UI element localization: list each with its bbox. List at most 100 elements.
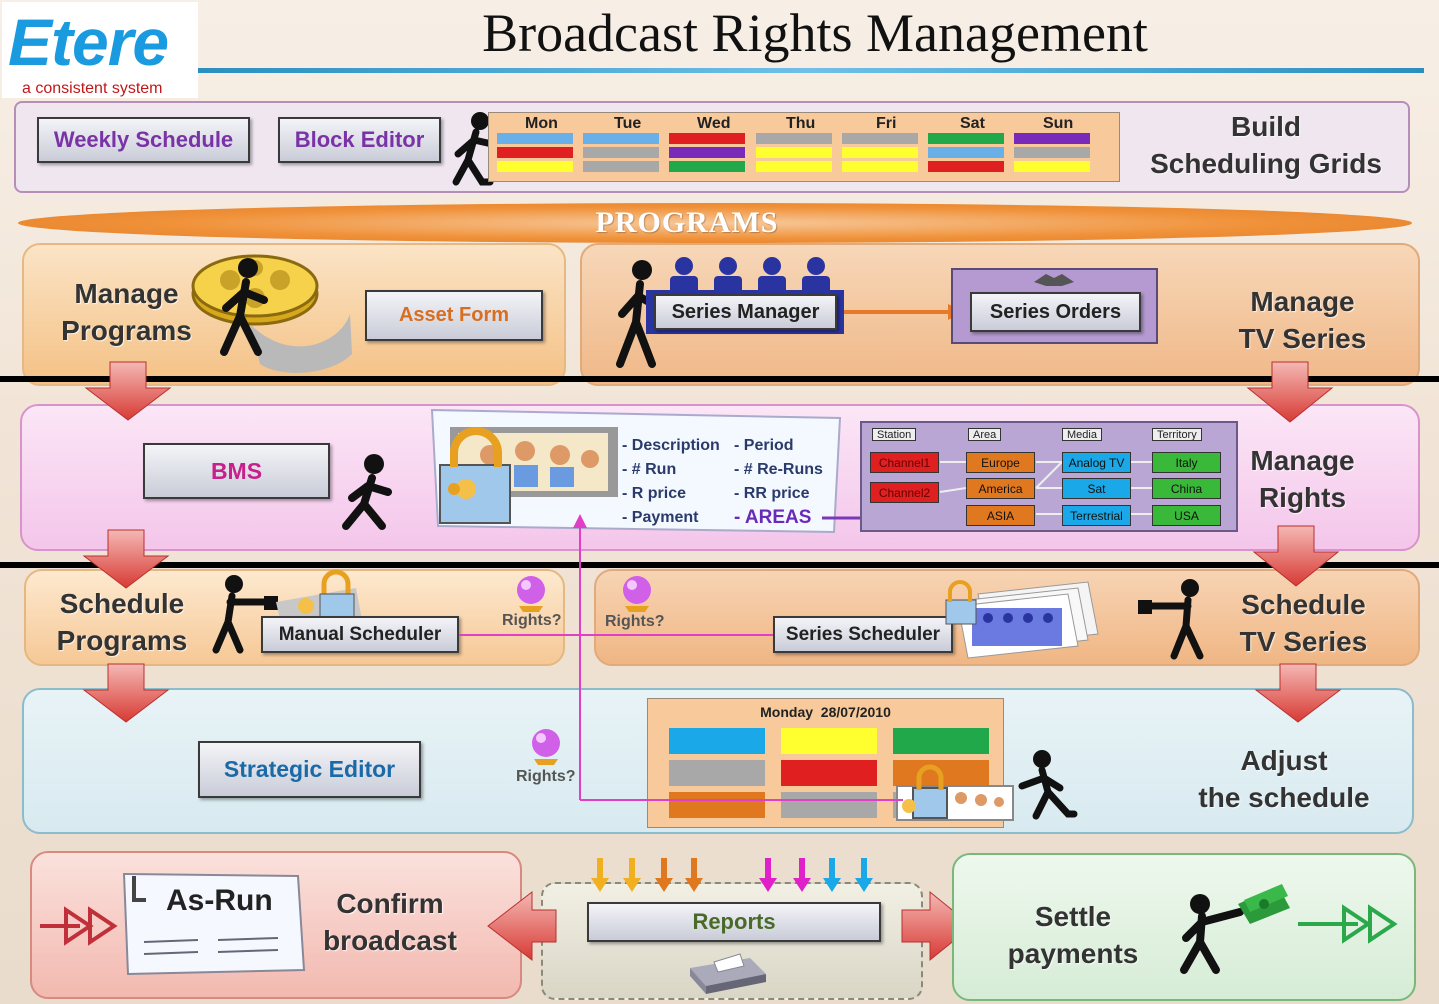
day-wed: Wed bbox=[697, 115, 731, 132]
grid-slot bbox=[497, 161, 573, 172]
schedule-tv-series-label: Schedule TV Series bbox=[1239, 589, 1368, 657]
grid-slot bbox=[1014, 161, 1091, 172]
report-input-arrows bbox=[591, 858, 873, 892]
grid-slot bbox=[841, 161, 918, 172]
territory-usa: USA bbox=[1152, 505, 1221, 526]
crystal-ball-icon bbox=[517, 576, 545, 612]
settle-payments-panel bbox=[952, 853, 1416, 1001]
media-terrestrial: Terrestrial bbox=[1062, 505, 1131, 526]
report-input-arrow bbox=[623, 858, 641, 892]
schedule-slot bbox=[893, 728, 989, 754]
grid-slot bbox=[755, 161, 832, 172]
grid-slot bbox=[928, 161, 1004, 172]
area-asia: ASIA bbox=[966, 505, 1035, 526]
grid-header-territory: Territory bbox=[1152, 428, 1202, 441]
rights-question-3: Rights? bbox=[516, 768, 576, 785]
report-input-arrow bbox=[591, 858, 609, 892]
rights-question-2: Rights? bbox=[605, 613, 665, 630]
separator-line bbox=[0, 562, 1439, 568]
programs-banner-text: PROGRAMS bbox=[595, 206, 779, 239]
grid-slot bbox=[669, 133, 746, 144]
grid-slot bbox=[755, 147, 832, 158]
reports-button[interactable]: Reports bbox=[587, 902, 881, 942]
confirm-broadcast-label: Confirm broadcast bbox=[323, 888, 457, 956]
settle-payments-label: Settle payments bbox=[1007, 901, 1139, 969]
grid-slot bbox=[497, 133, 573, 144]
runner-figure-icon bbox=[616, 260, 664, 368]
grid-header-area: Area bbox=[968, 428, 1002, 441]
report-input-arrow bbox=[685, 858, 703, 892]
schedule-slot bbox=[781, 760, 877, 786]
logo: Etere a consistent system bbox=[2, 2, 198, 98]
grid-slot bbox=[583, 147, 660, 158]
manual-scheduler-button[interactable]: Manual Scheduler bbox=[261, 616, 459, 653]
report-input-arrow bbox=[823, 858, 841, 892]
grid-header-station: Station bbox=[872, 428, 917, 441]
field-r-price: - R price bbox=[622, 485, 687, 502]
report-input-arrow bbox=[793, 858, 811, 892]
media-analog-tv: Analog TV bbox=[1062, 452, 1131, 473]
day-fri: Fri bbox=[876, 115, 897, 132]
series-orders-button[interactable]: Series Orders bbox=[970, 292, 1141, 332]
programs-banner bbox=[18, 203, 1412, 243]
areas-connectors bbox=[939, 461, 1152, 515]
block-editor-button[interactable]: Block Editor bbox=[278, 117, 441, 163]
grid-slot bbox=[497, 147, 573, 158]
asrun-document-icon bbox=[122, 872, 306, 976]
runner-figure-icon bbox=[342, 454, 392, 530]
rights-question-1: Rights? bbox=[502, 612, 562, 629]
day-mon: Mon bbox=[525, 115, 558, 132]
runner-figure-icon bbox=[452, 112, 496, 186]
build-grids-label: Build Scheduling Grids bbox=[1150, 111, 1382, 179]
area-america: America bbox=[966, 478, 1035, 499]
field-reruns: - # Re-Runs bbox=[734, 461, 823, 478]
schedule-slot bbox=[781, 728, 877, 754]
report-input-arrow bbox=[655, 858, 673, 892]
handshake-icon bbox=[1034, 274, 1074, 286]
territory-china: China bbox=[1152, 478, 1221, 499]
tv-lock-icon bbox=[896, 764, 1014, 821]
runner-figure-icon bbox=[220, 258, 268, 356]
day-sat: Sat bbox=[960, 115, 985, 132]
bms-button[interactable]: BMS bbox=[143, 443, 330, 499]
grid-slot bbox=[1014, 147, 1091, 158]
grid-slot bbox=[928, 147, 1004, 158]
grid-slot bbox=[755, 133, 832, 144]
report-input-arrow bbox=[855, 858, 873, 892]
manage-programs-label: Manage Programs bbox=[61, 278, 192, 346]
schedule-slot bbox=[669, 728, 765, 754]
grid-slot bbox=[583, 161, 660, 172]
weekly-schedule-button[interactable]: Weekly Schedule bbox=[37, 117, 250, 163]
series-scheduler-button[interactable]: Series Scheduler bbox=[773, 616, 953, 653]
grid-slot bbox=[841, 147, 918, 158]
crystal-ball-icon bbox=[623, 576, 651, 612]
separator-line bbox=[0, 376, 1439, 382]
page-title: Broadcast Rights Management bbox=[482, 3, 1148, 63]
grid-slot bbox=[583, 133, 660, 144]
series-manager-button[interactable]: Series Manager bbox=[654, 294, 837, 330]
strategic-editor-button[interactable]: Strategic Editor bbox=[198, 741, 421, 798]
schedule-slot bbox=[781, 792, 877, 818]
field-run: - # Run bbox=[622, 461, 677, 478]
schedule-slot bbox=[669, 792, 765, 818]
logo-brand: Etere bbox=[8, 5, 169, 79]
asset-form-button[interactable]: Asset Form bbox=[365, 290, 543, 341]
field-areas: - AREAS bbox=[734, 507, 812, 528]
grid-slot bbox=[841, 133, 918, 144]
day-tue: Tue bbox=[614, 115, 642, 132]
payment-figure-icon bbox=[1180, 884, 1290, 974]
grid-slot bbox=[928, 133, 1004, 144]
series-cards-icon bbox=[945, 579, 1204, 660]
tv-lock-icon bbox=[439, 427, 618, 524]
field-rr-price: - RR price bbox=[734, 485, 810, 502]
manage-tv-series-label: Manage TV Series bbox=[1238, 286, 1367, 354]
logo-tagline: a consistent system bbox=[22, 80, 163, 97]
adjust-schedule-label: Adjust the schedule bbox=[1198, 745, 1370, 813]
media-sat: Sat bbox=[1062, 478, 1131, 499]
day-thu: Thu bbox=[786, 115, 816, 132]
schedule-date: Monday 28/07/2010 bbox=[760, 704, 891, 720]
asrun-title: As-Run bbox=[166, 884, 273, 917]
